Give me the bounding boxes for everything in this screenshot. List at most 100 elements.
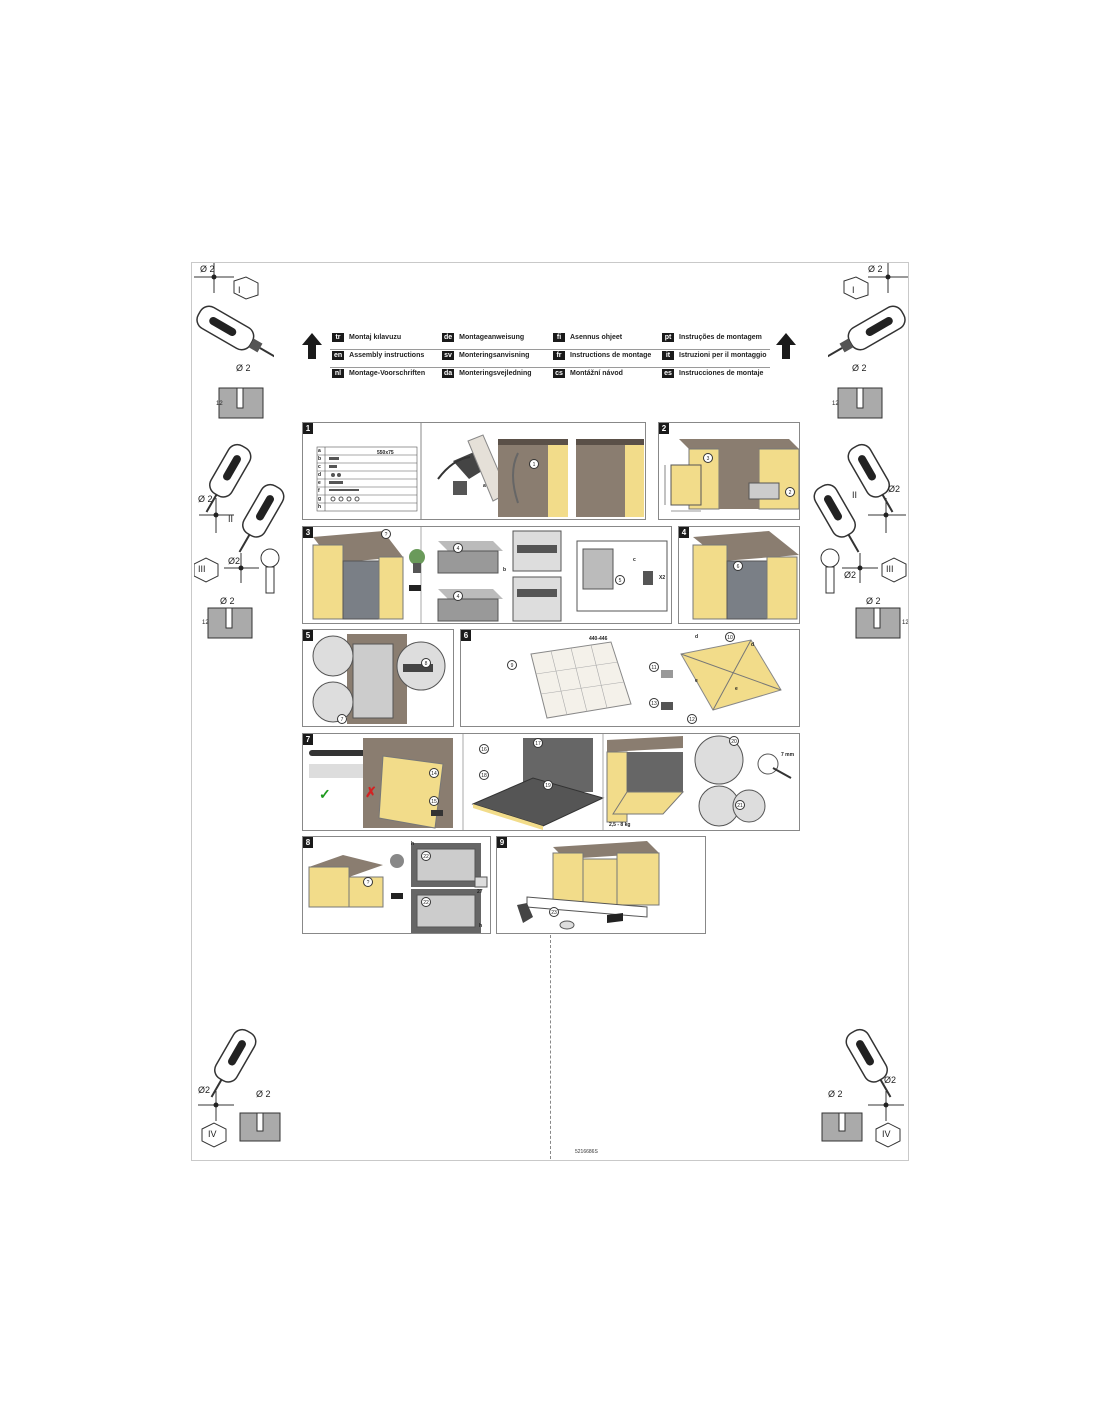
drill-hole-diameter: Ø 2 (828, 1089, 843, 1099)
callout-number: 17 (533, 738, 543, 748)
document-code: 5216686S (575, 1149, 598, 1155)
callout-number: 9 (507, 660, 517, 670)
callout-number: 6 (733, 561, 743, 571)
callout-number: 23 (549, 907, 559, 917)
part-letter: a (318, 448, 321, 454)
roman-numeral: III (886, 564, 894, 574)
step-number: 3 (303, 527, 313, 538)
svg-text:12: 12 (216, 401, 223, 407)
drill-hole-diameter: Ø 2 (236, 363, 251, 373)
roman-numeral: I (238, 285, 241, 295)
svg-text:12: 12 (202, 620, 209, 626)
step-2-illustration (664, 439, 799, 512)
part-tag: h (479, 923, 483, 929)
roman-numeral: IV (208, 1129, 217, 1139)
drill-diameter-label: Ø 2 (200, 264, 215, 274)
roman-numeral: I (852, 285, 855, 295)
arrow-up-icon (776, 333, 796, 359)
callout-number: 5 (615, 575, 625, 585)
size-label: 7 mm (781, 752, 795, 758)
step-number: 6 (461, 630, 471, 641)
multiplier-label: X2 (659, 575, 666, 581)
step-6-illustration (530, 639, 782, 719)
step-3-panel: 3 ? 4 4 5 c b X2 (302, 526, 672, 624)
dimension-label: 440-446 (589, 636, 608, 642)
callout-number: 11 (649, 662, 659, 672)
step-2-panel: 2 3 2 (658, 422, 800, 520)
step-7-illustration (309, 734, 792, 830)
step-1-illustration (316, 423, 644, 519)
drill-icon: 12 (828, 263, 908, 419)
part-letter: b (318, 456, 322, 462)
callout-number: 20 (729, 736, 739, 746)
callout-number: 19 (543, 780, 553, 790)
step-6-panel: 6 440-446 9 10 11 12 13 d d e e (460, 629, 800, 727)
drill-icon: 12 (194, 443, 285, 639)
drill-diameter-label: Ø2 (228, 556, 241, 566)
drill-icon: 12 (813, 443, 908, 639)
part-tag: b (503, 567, 507, 573)
step-number: 9 (497, 837, 507, 848)
callout-number: ? (381, 529, 391, 539)
drill-hole-diameter: Ø 2 (220, 596, 235, 606)
drill-icon (821, 1028, 904, 1148)
drill-hole-diameter: Ø 2 (866, 596, 881, 606)
drill-diameter-label: Ø2 (198, 1085, 211, 1095)
weight-label: 2,5 - 8 kg (609, 822, 631, 828)
part-tag: c (633, 557, 636, 563)
svg-text:12: 12 (902, 620, 908, 626)
check-icon: ✓ (319, 786, 331, 802)
callout-number: 21 (735, 800, 745, 810)
step-number: 2 (659, 423, 669, 434)
callout-number: 4 (453, 543, 463, 553)
svg-text:12: 12 (832, 401, 839, 407)
arrow-up-icon (302, 333, 322, 359)
part-letter: h (318, 504, 322, 510)
step-8-illustration (308, 843, 488, 933)
callout-number: 16 (479, 744, 489, 754)
step-9-illustration (517, 841, 660, 930)
drill-diagram-top-right: Ø 2 12 I Ø 2 (828, 263, 908, 433)
divider (330, 349, 770, 350)
callout-number: 10 (725, 632, 735, 642)
part-tag: d (751, 642, 755, 648)
part-tag: h (411, 841, 415, 847)
step-4-panel: 4 6 (678, 526, 800, 624)
step-5-panel: 5 8 7 (302, 629, 454, 727)
step-number: 7 (303, 734, 313, 745)
step-number: 8 (303, 837, 313, 848)
roman-numeral: II (228, 514, 234, 524)
callout-number: 22 (421, 851, 431, 861)
step-4-illustration (692, 531, 799, 620)
step-7-panel: 7 ✓ ✗ 14 15 16 17 18 19 (302, 733, 800, 831)
drill-diameter-label: Ø2 (844, 570, 857, 580)
callout-number: 8 (421, 658, 431, 668)
callout-number: 22 (421, 897, 431, 907)
size-label: 550x75 (377, 450, 394, 456)
callout-number: 3 (703, 453, 713, 463)
roman-numeral: II (852, 490, 858, 500)
step-8-panel: 8 ? h h 22 22 27 (302, 836, 491, 934)
drill-diameter-label: Ø 2 (868, 264, 883, 274)
step-number: 5 (303, 630, 313, 641)
drill-diagram-right-middle: 12 Ø2 II Ø2 III Ø 2 (808, 438, 908, 658)
drill-hole-diameter: Ø 2 (852, 363, 867, 373)
drill-diameter-label: Ø2 (888, 484, 901, 494)
drill-diagram-bottom-right: Ø2 Ø 2 IV (818, 1023, 908, 1153)
dimension-label: 27 (477, 889, 483, 895)
drill-icon: 12 (194, 263, 274, 419)
callout-number: 12 (687, 714, 697, 724)
callout-number: 14 (429, 768, 439, 778)
part-tag: e (695, 678, 698, 684)
part-letter: d (318, 472, 322, 478)
drill-icon (198, 1028, 281, 1148)
step-5-illustration (312, 634, 446, 724)
drill-hole-diameter: Ø 2 (256, 1089, 271, 1099)
callout-number: 13 (649, 698, 659, 708)
